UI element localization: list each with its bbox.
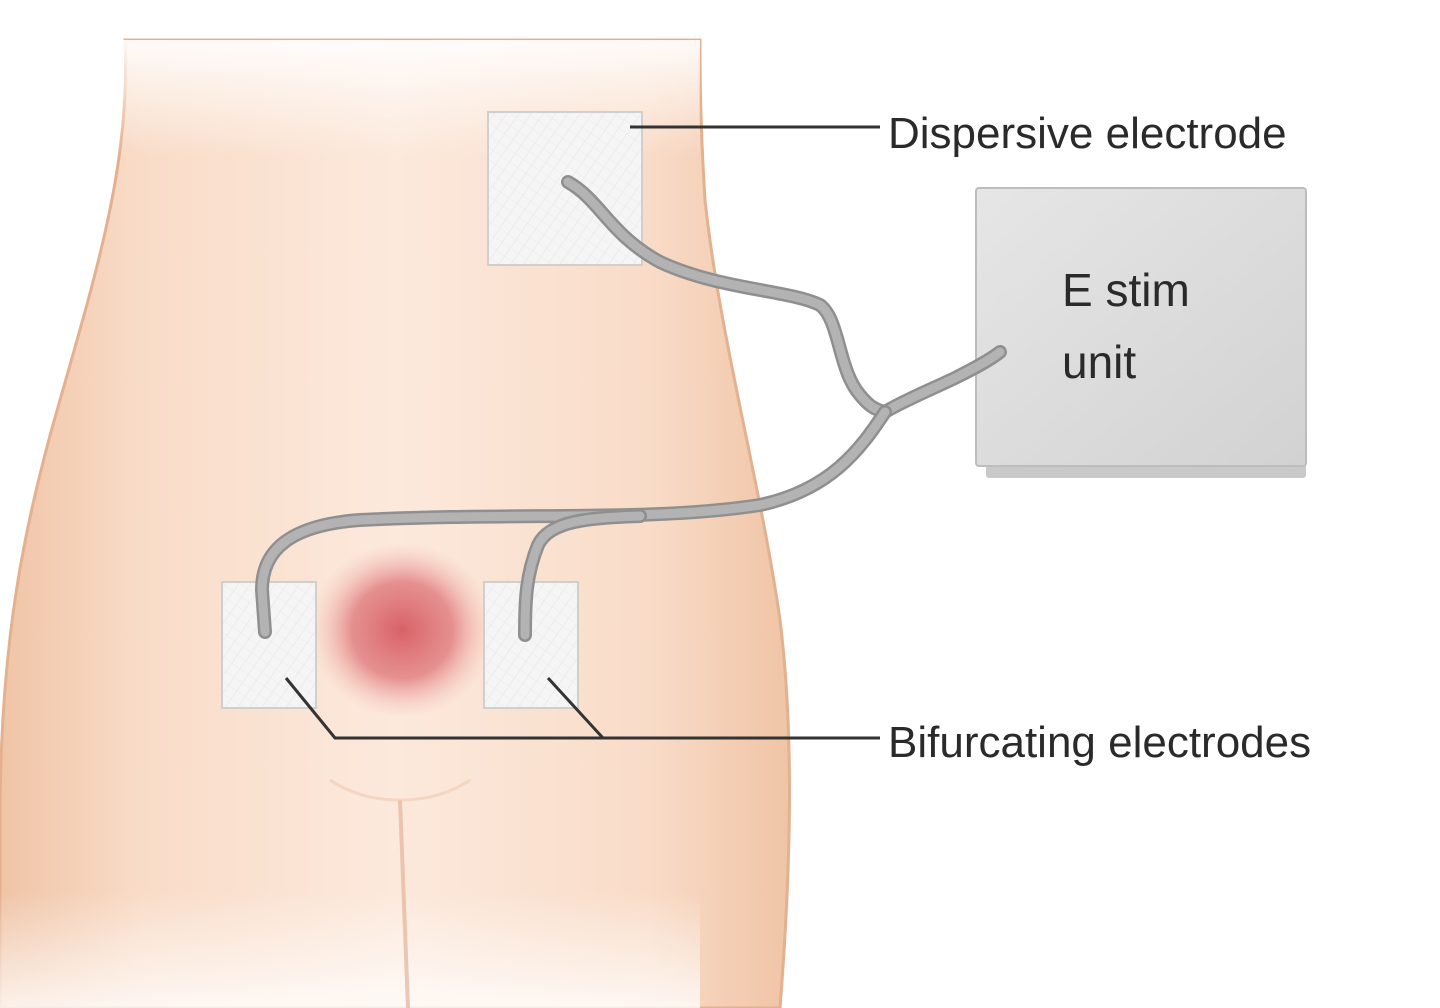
estim-unit-label-line2: unit xyxy=(1062,336,1136,388)
bifurcating-leader xyxy=(284,677,880,740)
dispersive-electrode-label: Dispersive electrode xyxy=(888,109,1287,158)
estim-unit-label-line1: E stim xyxy=(1062,264,1190,316)
dispersive-electrode-pad xyxy=(487,111,643,266)
leader-lines xyxy=(284,125,880,740)
estim-unit: E stim unit xyxy=(975,187,1307,478)
wound-area xyxy=(310,542,494,718)
bifurcating-leader-right xyxy=(546,676,605,740)
bifurcating-electrodes-label: Bifurcating electrodes xyxy=(888,718,1311,767)
gluteal-cleft xyxy=(398,799,410,1008)
cables xyxy=(255,175,1007,642)
